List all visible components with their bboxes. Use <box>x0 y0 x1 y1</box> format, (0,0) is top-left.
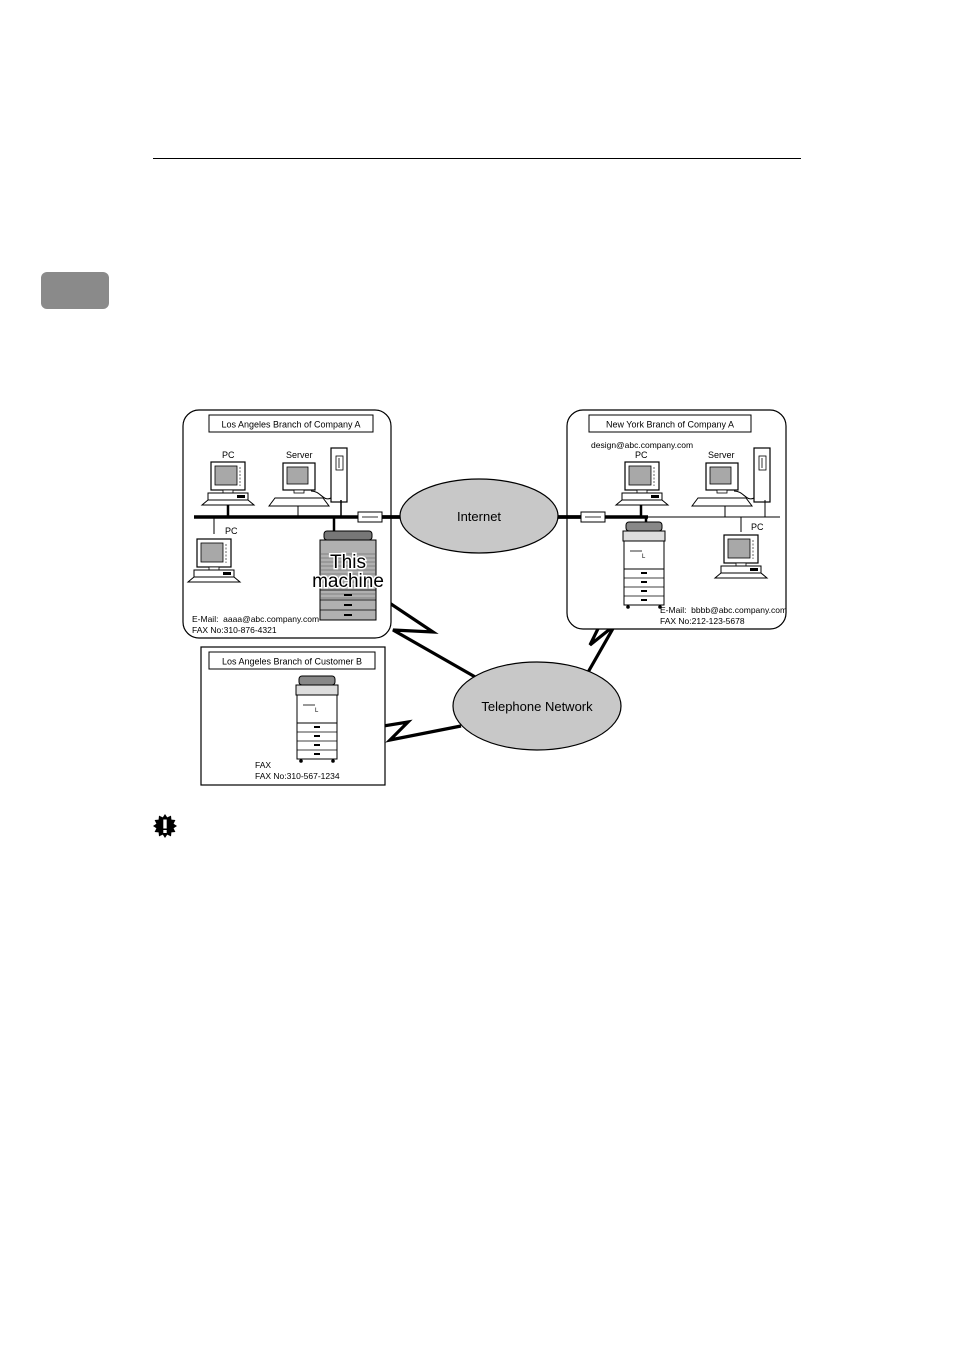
phone-link-la-a <box>375 592 478 680</box>
ny-company-a-fax: FAX No:212-123-5678 <box>660 616 745 626</box>
chapter-tab <box>41 272 109 309</box>
la-pc-label-1: PC <box>222 450 235 460</box>
la-pc-label-2: PC <box>225 526 238 536</box>
internet-label: Internet <box>457 509 501 524</box>
customer-b-fax-number: FAX No:310-567-1234 <box>255 771 340 781</box>
customer-b-fax-label: FAX <box>255 760 271 770</box>
telephone-network-label: Telephone Network <box>481 699 593 714</box>
la-company-a-box: Los Angeles Branch of Company A PC Serve… <box>182 409 400 639</box>
ny-company-a-title: New York Branch of Company A <box>606 420 734 430</box>
ny-server-label: Server <box>708 450 735 460</box>
la-customer-b-box: Los Angeles Branch of Customer B FAX FAX… <box>200 646 386 786</box>
la-server-label: Server <box>286 450 313 460</box>
this-machine-icon <box>319 530 377 621</box>
ny-company-a-email: E-Mail: bbbb@abc.company.com <box>660 605 787 615</box>
this-machine-label-line1: This <box>330 552 366 573</box>
ny-machine-icon <box>622 521 666 610</box>
customer-b-fax-machine-icon <box>295 675 339 764</box>
ny-pc-label-2: PC <box>751 522 764 532</box>
la-company-a-fax: FAX No:310-876-4321 <box>192 625 277 635</box>
important-icon <box>153 814 177 838</box>
la-customer-b-title: Los Angeles Branch of Customer B <box>222 657 362 667</box>
header-rule <box>153 158 801 159</box>
ny-company-a-box: New York Branch of Company A design@abc.… <box>557 409 787 630</box>
ny-pc-label-1: PC <box>635 450 648 460</box>
internet-cloud: Internet <box>399 478 559 554</box>
ny-email-top: design@abc.company.com <box>591 440 693 450</box>
this-machine-label-line2: machine <box>312 571 384 592</box>
la-company-a-title: Los Angeles Branch of Company A <box>221 420 360 430</box>
la-company-a-email: E-Mail: aaaa@abc.company.com <box>192 614 319 624</box>
telephone-network-cloud: Telephone Network <box>452 661 622 751</box>
